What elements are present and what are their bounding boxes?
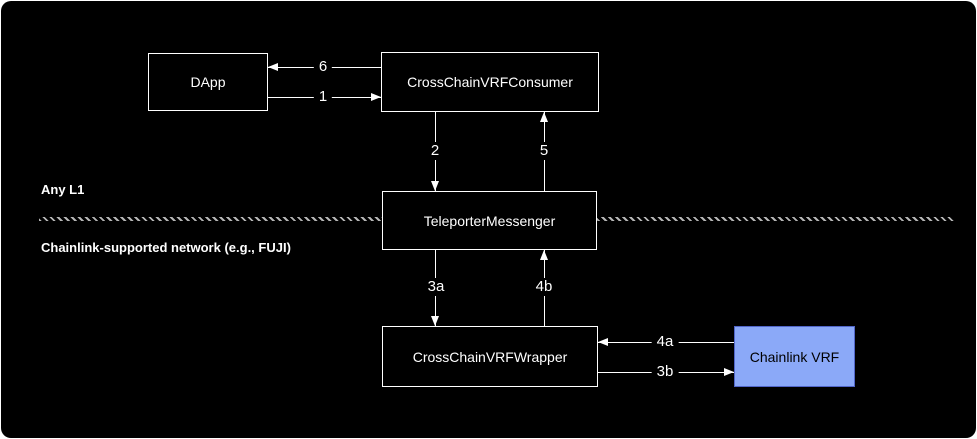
region-label-chainlink-network: Chainlink-supported network (e.g., FUJI) <box>41 240 291 255</box>
node-crosschainvrfwrapper-label: CrossChainVRFWrapper <box>412 348 568 365</box>
arrow-5-arrowhead-icon <box>540 112 548 122</box>
arrow-2-label: 2 <box>425 142 445 160</box>
arrow-4b-label: 4b <box>530 278 558 296</box>
arrow-4b-arrowhead-icon <box>540 250 548 260</box>
node-chainlink-vrf: Chainlink VRF <box>734 326 855 387</box>
arrow-1-label: 1 <box>313 88 333 106</box>
arrow-3b-arrowhead-icon <box>724 368 734 376</box>
arrow-4a-arrowhead-icon <box>598 338 608 346</box>
arrow-5-label: 5 <box>534 142 554 160</box>
arrow-4a-label: 4a <box>651 333 679 351</box>
node-crosschainvrfconsumer: CrossChainVRFConsumer <box>381 52 599 112</box>
arrow-2-arrowhead-icon <box>431 181 439 191</box>
node-dapp-label: DApp <box>190 74 226 90</box>
arrow-3a-label: 3a <box>422 278 450 296</box>
node-teleportermessenger-label: TeleporterMessenger <box>423 212 556 229</box>
arrow-3a-arrowhead-icon <box>431 316 439 326</box>
arrow-6-label: 6 <box>313 58 333 76</box>
arrow-6-arrowhead-icon <box>268 63 278 71</box>
node-chainlink-vrf-label: Chainlink VRF <box>749 348 840 365</box>
node-crosschainvrfwrapper: CrossChainVRFWrapper <box>382 326 598 387</box>
node-teleportermessenger: TeleporterMessenger <box>382 191 597 250</box>
node-dapp: DApp <box>148 53 268 111</box>
arrow-1-arrowhead-icon <box>371 93 381 101</box>
region-label-any-l1: Any L1 <box>41 182 85 197</box>
node-crosschainvrfconsumer-label: CrossChainVRFConsumer <box>407 74 573 90</box>
arrow-3b-label: 3b <box>651 363 679 381</box>
